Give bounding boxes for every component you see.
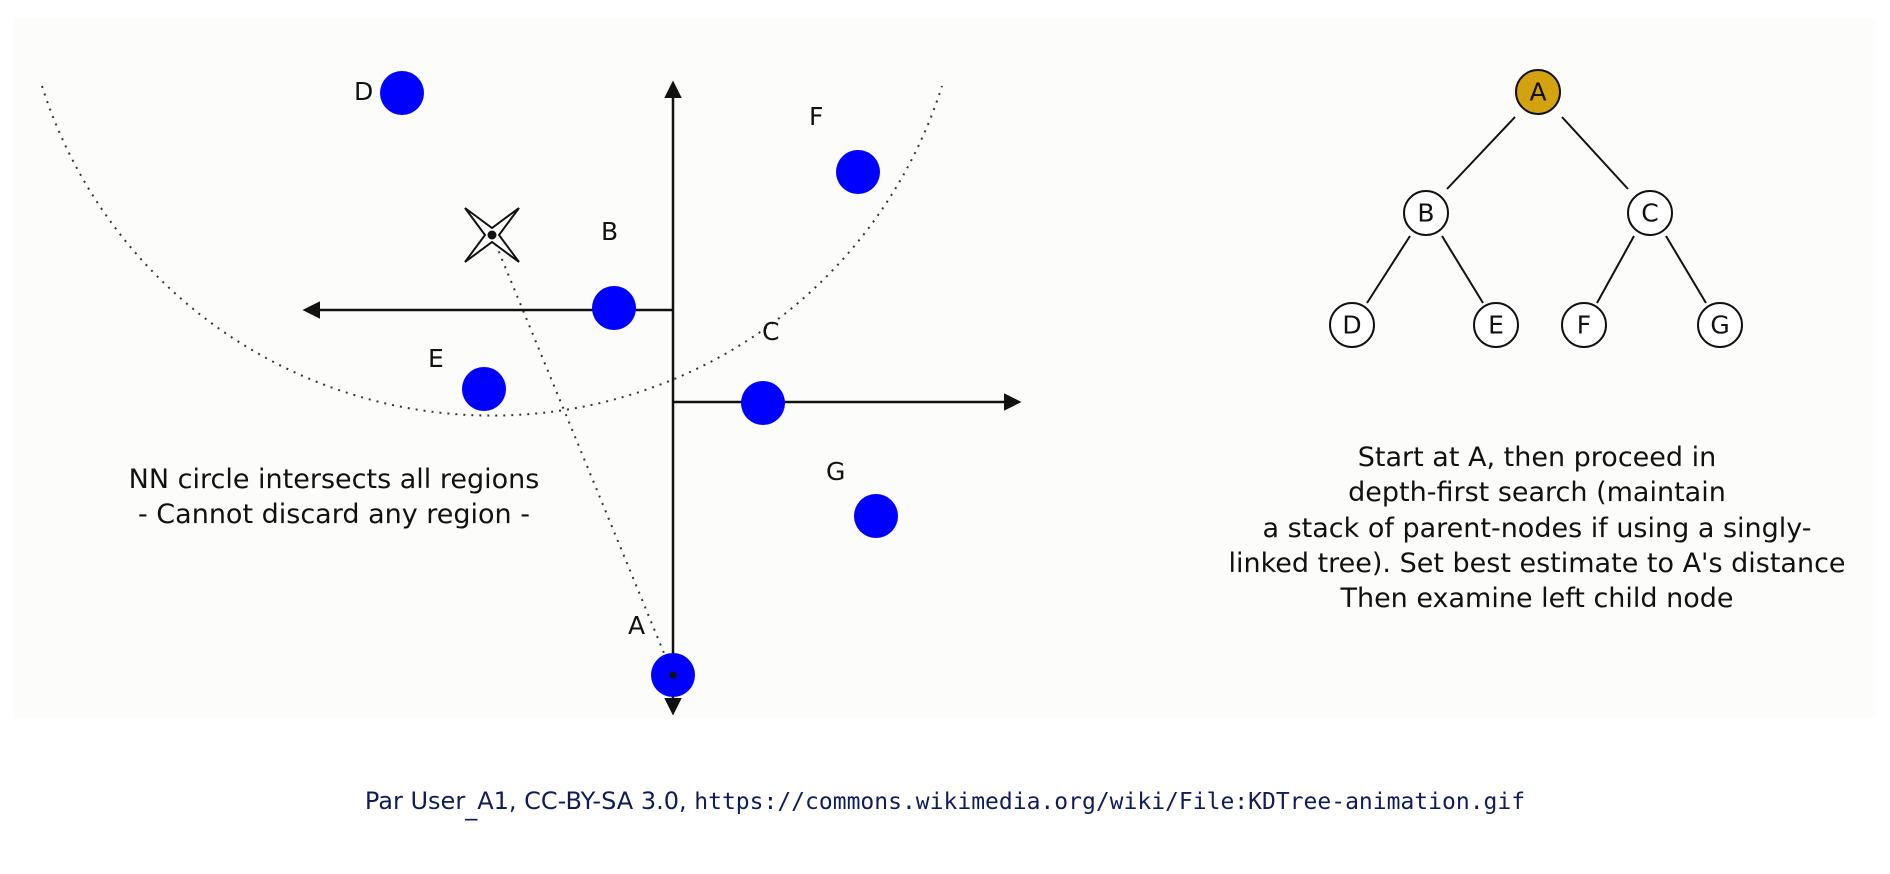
caption-block: Start at A, then proceed in depth-first … xyxy=(1228,442,1845,614)
credit-underscore: _ xyxy=(465,793,478,821)
tree-node-e: E xyxy=(1473,302,1519,348)
tree-node-label-f: F xyxy=(1577,311,1591,340)
tree-node-a: A xyxy=(1515,69,1561,115)
tree-node-c: C xyxy=(1627,190,1673,236)
point-label-b: B xyxy=(601,217,618,246)
credit-prefix: Par User xyxy=(364,787,466,815)
kd-tree: A B C D E F G xyxy=(1329,69,1743,348)
point-b xyxy=(592,286,636,330)
tree-node-label-e: E xyxy=(1488,311,1504,340)
nn-text-line-2: - Cannot discard any region - xyxy=(138,499,530,530)
point-label-c: C xyxy=(762,317,779,346)
credit-license: A1, CC-BY-SA 3.0, xyxy=(477,787,695,815)
point-label-f: F xyxy=(809,102,823,131)
tree-edge-b-e xyxy=(1441,235,1484,304)
kd-plane: A B C D E F G NN circle intersects all r… xyxy=(41,71,1022,716)
caption-line-2: depth-first search (maintain xyxy=(1348,477,1726,508)
point-a-center xyxy=(669,671,677,679)
point-label-a: A xyxy=(628,611,645,640)
point-g xyxy=(854,494,898,538)
point-d xyxy=(380,71,424,115)
query-point-star-icon xyxy=(464,207,520,263)
point-c xyxy=(741,381,785,425)
tree-edge-a-b xyxy=(1446,116,1516,190)
nn-text-line-1: NN circle intersects all regions xyxy=(129,464,540,495)
point-label-g: G xyxy=(826,457,845,486)
caption-line-5: Then examine left child node xyxy=(1339,583,1733,614)
caption-line-4: linked tree). Set best estimate to A's d… xyxy=(1228,548,1845,579)
tree-edge-c-f xyxy=(1596,235,1635,304)
caption-line-1: Start at A, then proceed in xyxy=(1358,442,1716,473)
tree-edge-c-g xyxy=(1665,235,1707,304)
tree-edge-a-c xyxy=(1561,116,1629,190)
caption-line-3: a stack of parent-nodes if using a singl… xyxy=(1262,513,1811,544)
tree-node-label-g: G xyxy=(1710,311,1729,340)
credit-url-link[interactable]: https://commons.wikimedia.org/wiki/File:… xyxy=(694,789,1526,815)
tree-edge-b-d xyxy=(1366,235,1411,304)
tree-node-label-c: C xyxy=(1641,199,1658,228)
tree-node-label-a: A xyxy=(1529,78,1546,107)
figure-panel xyxy=(14,18,1876,718)
point-f xyxy=(836,150,880,194)
tree-node-d: D xyxy=(1329,302,1375,348)
point-label-d: D xyxy=(354,77,373,106)
point-e xyxy=(462,367,506,411)
credit-line: Par User_A1, CC-BY-SA 3.0, https://commo… xyxy=(0,787,1890,821)
point-label-e: E xyxy=(428,344,444,373)
tree-node-f: F xyxy=(1561,302,1607,348)
tree-node-label-d: D xyxy=(1342,311,1361,340)
tree-node-label-b: B xyxy=(1417,199,1434,228)
tree-node-b: B xyxy=(1403,190,1449,236)
tree-node-g: G xyxy=(1697,302,1743,348)
